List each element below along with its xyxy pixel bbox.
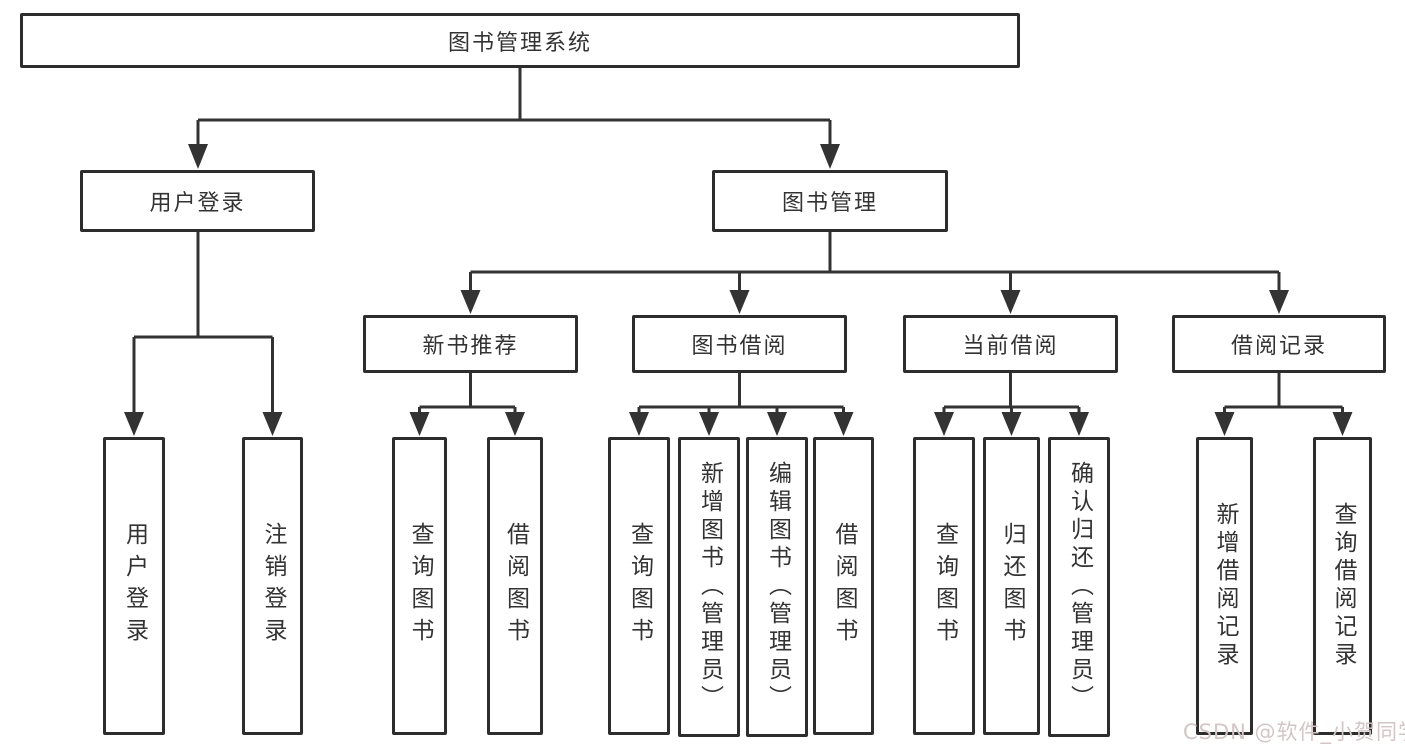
leaf-query-book-recommend: 查询图书	[392, 437, 447, 735]
node-borrow-record: 借阅记录	[1172, 315, 1386, 373]
leaf-return-book: 归还图书	[983, 437, 1040, 735]
leaf-borrow-book-recommend: 借阅图书	[487, 437, 543, 735]
leaf-query-book-borrow: 查询图书	[608, 437, 670, 735]
leaf-add-book-admin: 新增图书（管理员）	[678, 437, 740, 737]
leaf-user-login: 用户登录	[103, 437, 165, 735]
csdn-watermark: CSDN @软件_小贺同学	[1183, 720, 1405, 744]
node-user-login: 用户登录	[80, 170, 315, 232]
leaf-logout: 注销登录	[242, 437, 303, 735]
leaf-borrow-book: 借阅图书	[813, 437, 874, 735]
leaf-edit-book-admin: 编辑图书（管理员）	[746, 437, 808, 737]
node-root: 图书管理系统	[20, 13, 1020, 68]
node-new-book-recommend: 新书推荐	[363, 315, 578, 373]
leaf-query-book-current: 查询图书	[913, 437, 975, 735]
node-current-borrow: 当前借阅	[903, 315, 1118, 373]
node-book-management: 图书管理	[712, 170, 948, 232]
leaf-query-borrow-record: 查询借阅记录	[1313, 437, 1372, 735]
leaf-confirm-return-admin: 确认归还（管理员）	[1048, 437, 1110, 737]
node-book-borrow: 图书借阅	[632, 315, 847, 373]
leaf-add-borrow-record: 新增借阅记录	[1196, 437, 1253, 735]
